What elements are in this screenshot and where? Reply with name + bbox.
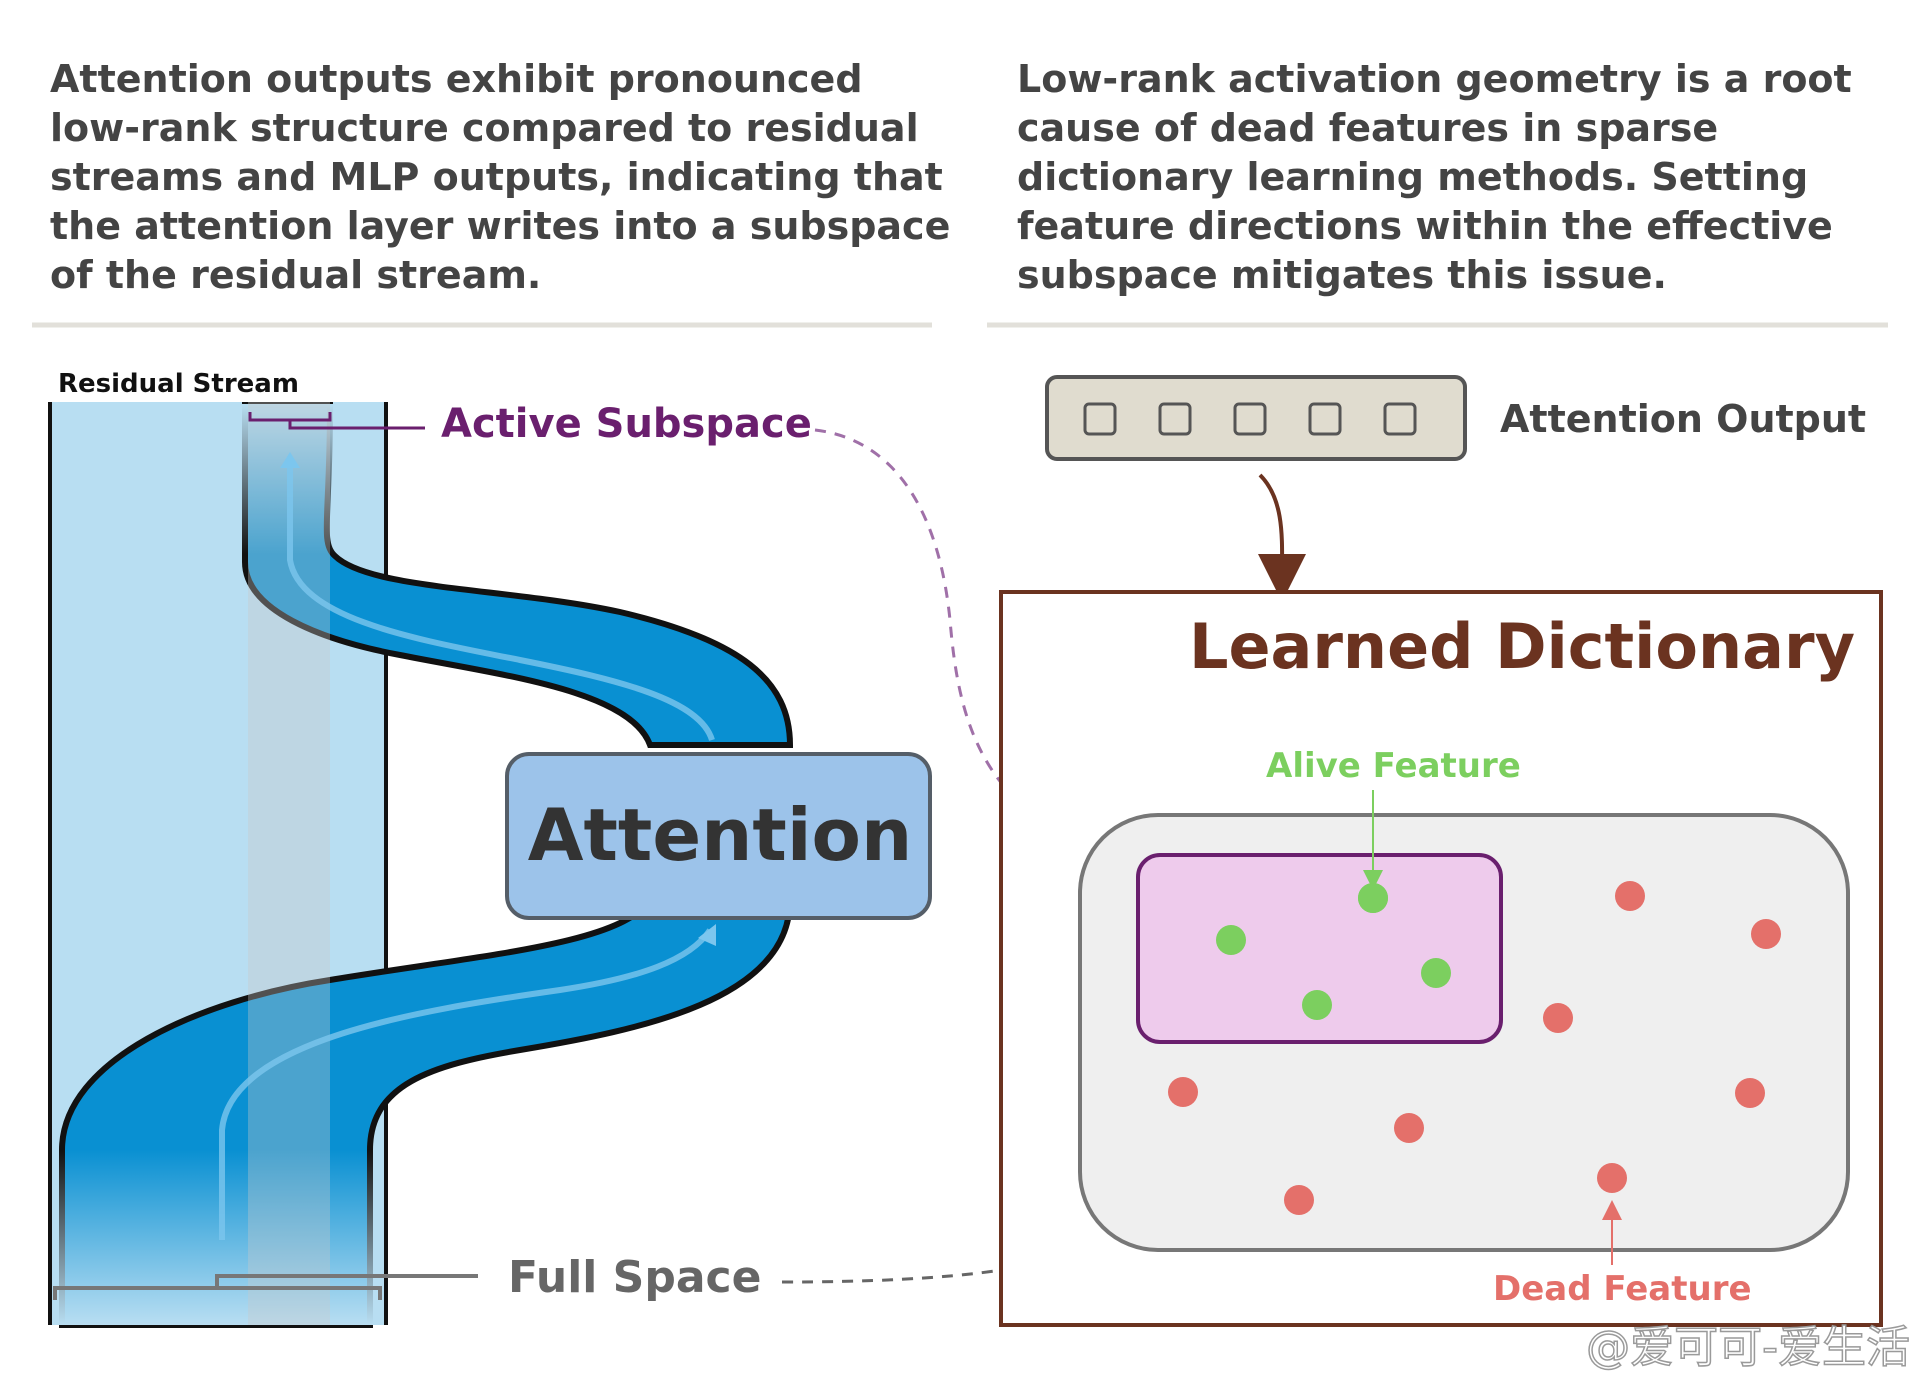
alive-features [1216, 883, 1451, 1020]
attention-output-cell [1158, 402, 1192, 436]
attention-output-cell [1308, 402, 1342, 436]
left-caption-line: the attention layer writes into a subspa… [50, 204, 950, 248]
full-space-bracket [53, 1274, 478, 1300]
attention-label: Attention [528, 793, 912, 877]
attention-output-cell [1383, 402, 1417, 436]
lower-flow-arrow [219, 928, 713, 1240]
dead-feature-dot [1284, 1185, 1314, 1215]
lower-flow-arrowhead [698, 924, 716, 946]
left-caption-line: streams and MLP outputs, indicating that [50, 155, 943, 199]
active-subspace-region [1136, 853, 1503, 1044]
upper-flow-arrow [287, 460, 715, 742]
active-subspace-annotation: Active Subspace [248, 401, 1177, 888]
attention-box [505, 752, 932, 920]
attention-block: Attention [505, 752, 932, 920]
dictionary-title: Learned Dictionary [1189, 610, 1855, 683]
attention-output-cell [1083, 402, 1117, 436]
attention-output-vector [1045, 375, 1467, 461]
left-caption-line: low-rank structure compared to residual [50, 106, 919, 150]
left-caption-line: of the residual stream. [50, 253, 541, 297]
residual-stream-label: Residual Stream [58, 369, 299, 399]
dead-feature-dot [1615, 881, 1645, 911]
bottom-fade [52, 1150, 384, 1325]
right-caption-line: cause of dead features in sparse [1017, 106, 1718, 150]
active-subspace-bracket [248, 412, 425, 430]
alive-feature-dot [1421, 958, 1451, 988]
alive-feature-dot [1358, 883, 1388, 913]
alive-feature-dot [1216, 925, 1246, 955]
dead-feature-dot [1597, 1163, 1627, 1193]
dead-feature-dot [1543, 1003, 1573, 1033]
left-caption: Attention outputs exhibit pronounced low… [50, 57, 950, 297]
upper-stream-band [242, 402, 794, 748]
attention-output-arrow [1258, 473, 1307, 602]
right-caption-line: Low-rank activation geometry is a root [1017, 57, 1852, 101]
left-caption-line: Attention outputs exhibit pronounced [50, 57, 863, 101]
right-caption-line: subspace mitigates this issue. [1017, 253, 1667, 297]
dead-feature-dot [1168, 1077, 1198, 1107]
attention-output-cells [1083, 402, 1417, 436]
dead-feature-dot [1751, 919, 1781, 949]
right-caption-line: feature directions within the effective [1017, 204, 1833, 248]
dead-feature-dot [1735, 1078, 1765, 1108]
right-caption: Low-rank activation geometry is a root c… [1017, 57, 1852, 297]
dead-features [1168, 881, 1781, 1215]
attention-stream [52, 402, 794, 1328]
full-space-label: Full Space [508, 1252, 761, 1303]
attention-output-cell [1233, 402, 1267, 436]
attention-output-label: Attention Output [1500, 397, 1866, 441]
dead-feature-dot [1394, 1113, 1424, 1143]
active-subspace-label: Active Subspace [441, 401, 812, 447]
dead-feature-label: Dead Feature [1493, 1269, 1752, 1309]
attention-output: Attention Output [1045, 375, 1866, 602]
watermark: @爱可可-爱生活 [1586, 1322, 1910, 1373]
alive-feature-label: Alive Feature [1266, 746, 1521, 786]
right-caption-line: dictionary learning methods. Setting [1017, 155, 1808, 199]
alive-feature-dot [1302, 990, 1332, 1020]
learned-dictionary: Learned Dictionary Alive Feature Dead Fe… [999, 590, 1883, 1327]
upper-flow-arrowhead [280, 452, 300, 468]
